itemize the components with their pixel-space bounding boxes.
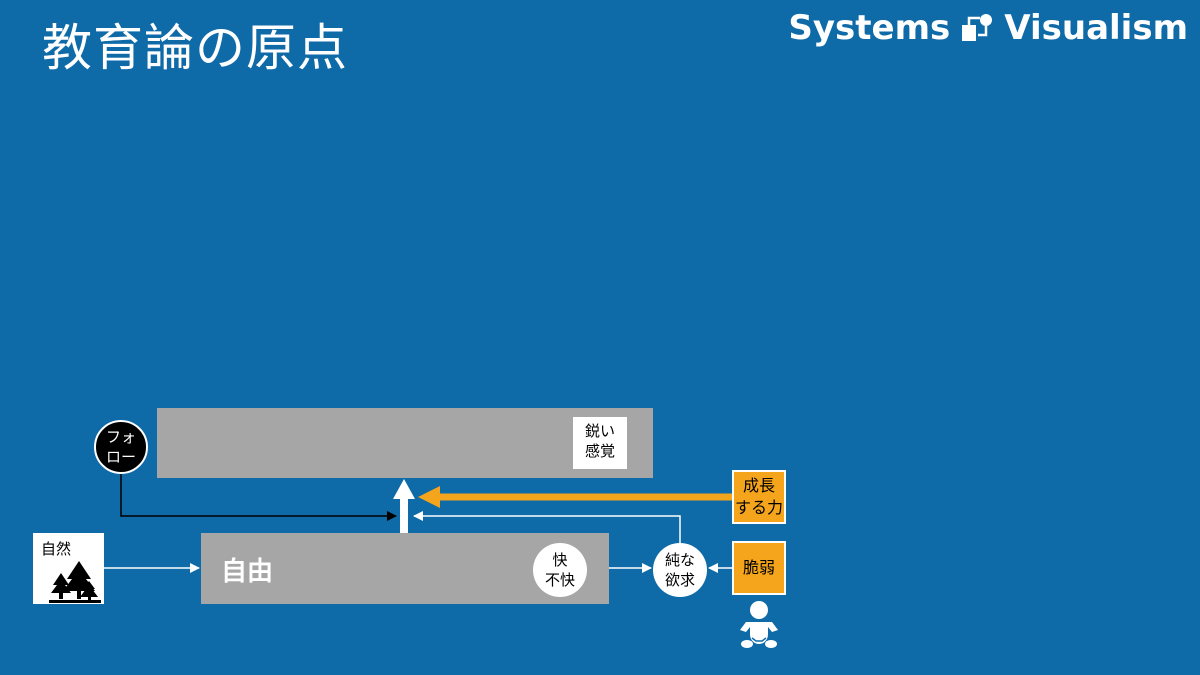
- brand-logo: Systems Visualism: [788, 8, 1188, 48]
- freedom-label: 自由: [221, 557, 274, 587]
- sense-line1: 鋭い: [584, 422, 615, 440]
- growth-line1: 成長: [742, 476, 775, 495]
- forest-icon: [49, 561, 101, 603]
- follow-line1: フォ: [105, 428, 136, 446]
- follow-line2: ロー: [105, 448, 136, 466]
- nature-label: 自然: [41, 540, 72, 558]
- upper-box: [157, 408, 653, 478]
- central-arrowhead: [393, 479, 415, 499]
- growth-box: 成長 する力: [732, 470, 786, 524]
- pleasure-line2: 不快: [544, 571, 575, 589]
- desire-line1: 純な: [664, 551, 695, 569]
- sense-box: 鋭い 感覚: [573, 417, 627, 469]
- central-arrow-shaft: [400, 497, 408, 533]
- nature-box: 自然: [33, 533, 104, 604]
- page-title: 教育論の原点: [42, 19, 348, 77]
- desire-connector: [413, 511, 681, 543]
- pleasure-line1: 快: [552, 551, 568, 569]
- logo-text-left: Systems: [788, 8, 951, 48]
- growth-arrowhead: [418, 486, 440, 508]
- fragile-box: 脆弱: [732, 541, 786, 595]
- fragile-label: 脆弱: [742, 558, 775, 577]
- pleasure-node: 快 不快: [533, 543, 587, 597]
- desire-node: 純な 欲求: [653, 543, 707, 597]
- sense-line2: 感覚: [584, 442, 615, 460]
- growth-line2: する力: [734, 498, 783, 517]
- systems-visualism-logo-icon: [962, 14, 993, 41]
- follow-node: フォ ロー: [94, 420, 148, 474]
- desire-line2: 欲求: [664, 571, 695, 589]
- logo-text-right: Visualism: [1004, 8, 1188, 48]
- baby-icon: [740, 601, 778, 648]
- follow-connector: [120, 474, 397, 521]
